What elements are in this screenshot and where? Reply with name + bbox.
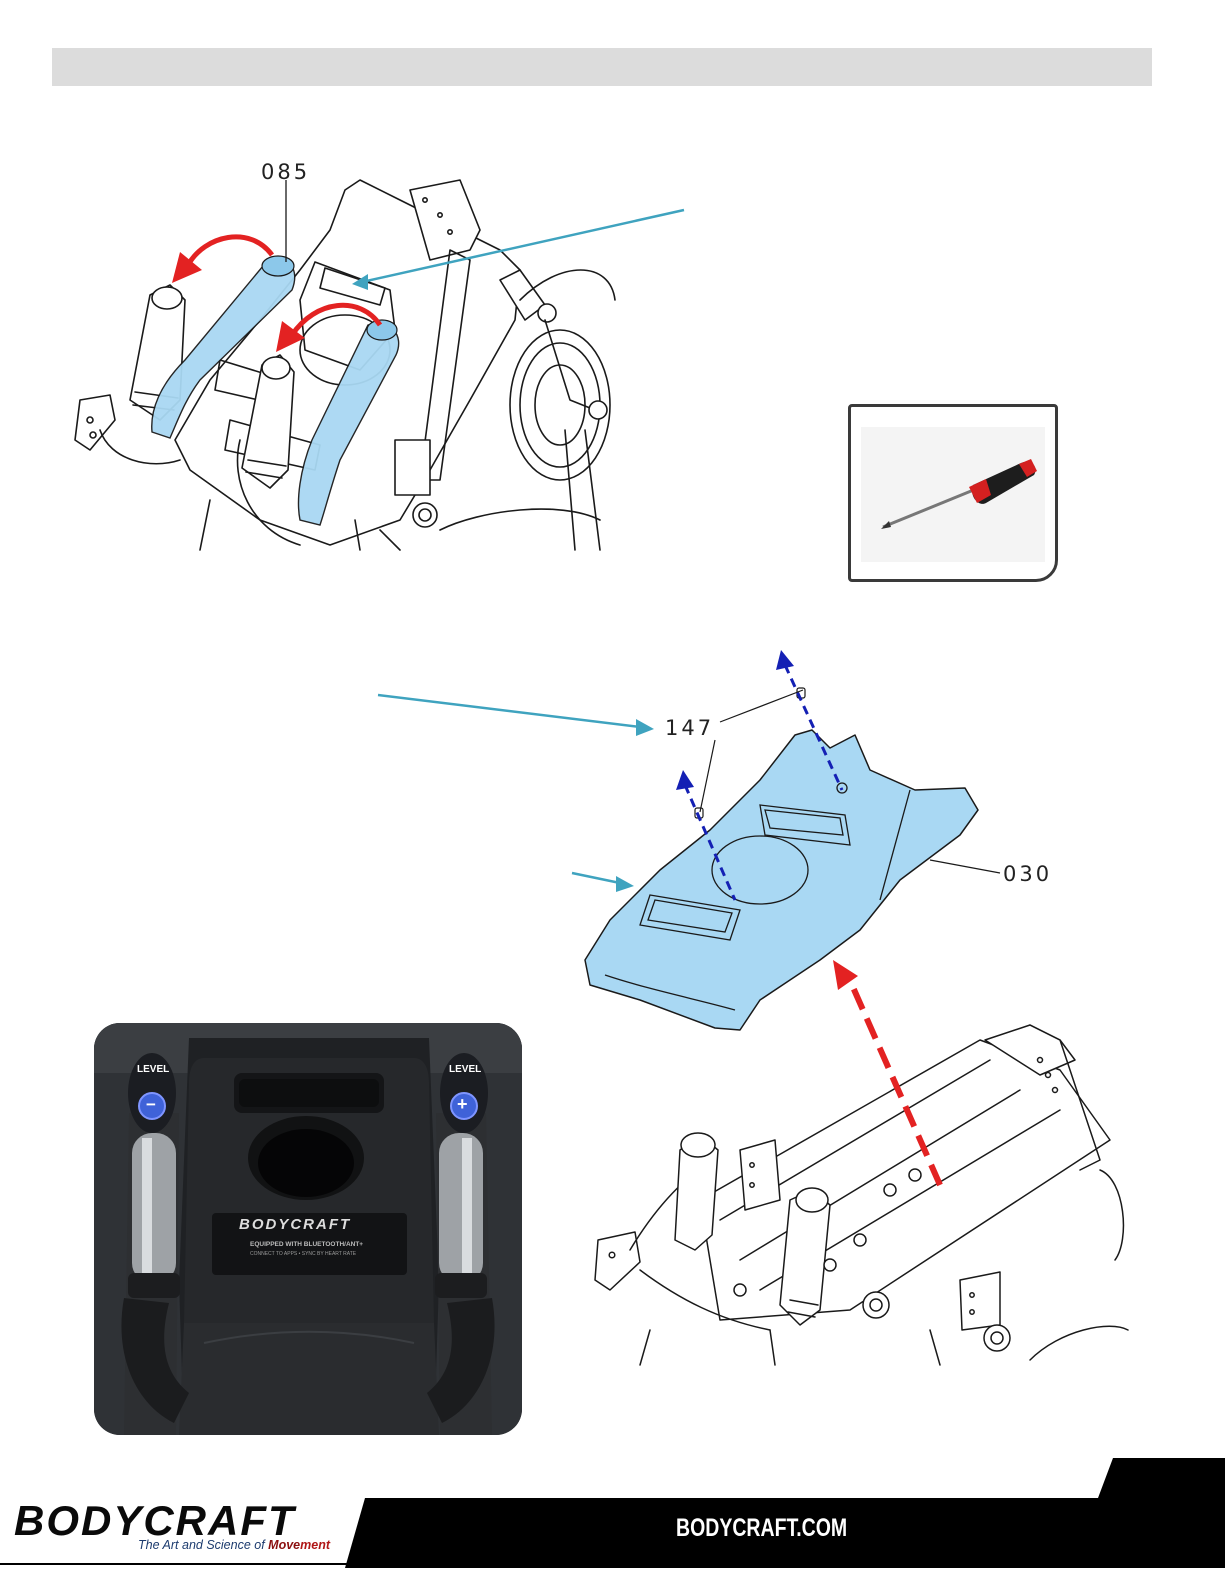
tagline-ment: ment	[300, 1538, 330, 1552]
console-subtext: EQUIPPED WITH BLUETOOTH/ANT+	[250, 1241, 363, 1248]
level-label-left: LEVEL	[137, 1064, 169, 1075]
console-photo: LEVEL − LEVEL + BODYCRAFT EQUIPPED WITH …	[94, 1023, 522, 1435]
callout-085: 085	[261, 160, 310, 184]
footer-website-link[interactable]: BODYCRAFT.COM	[676, 1514, 847, 1543]
level-label-right: LEVEL	[449, 1064, 481, 1075]
plus-icon: +	[457, 1094, 468, 1115]
footer-tagline: The Art and Science of Movement	[138, 1538, 330, 1552]
console-cover-part	[585, 730, 978, 1030]
minus-icon: −	[146, 1095, 156, 1115]
screwdriver-icon	[851, 407, 1055, 579]
console-logo: BODYCRAFT	[239, 1216, 351, 1233]
tool-required-box	[848, 404, 1058, 582]
callout-030: 030	[1003, 862, 1052, 886]
callout-147: 147	[665, 716, 714, 740]
tagline-prefix: The Art and Science of	[138, 1538, 268, 1552]
tagline-move: Move	[268, 1538, 300, 1552]
console-subtext-2: CONNECT TO APPS • SYNC BY HEART RATE	[250, 1251, 356, 1257]
